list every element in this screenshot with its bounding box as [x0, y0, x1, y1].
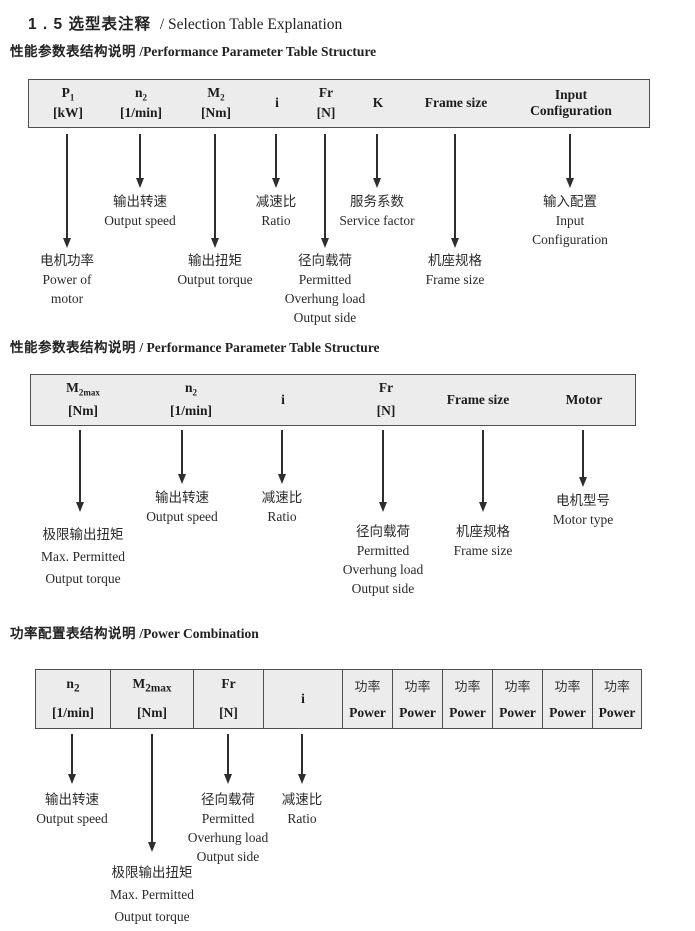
- table1-col-input-configuration: Input Configuration: [530, 87, 612, 118]
- page-title: 1 . 5 选型表注释 / Selection Table Explanatio…: [28, 12, 342, 34]
- callout-frame-size: 机座规格 Frame size: [425, 253, 485, 287]
- table2-col-motor: Motor: [565, 391, 603, 407]
- section3-heading: 功率配置表结构说明 /Power Combination: [10, 626, 259, 641]
- callout-output-speed: 输出转速 Output speed: [36, 792, 108, 826]
- table3-col-power-6: 功率 Power: [598, 679, 636, 720]
- table3-col-power-4: 功率 Power: [493, 670, 543, 728]
- callout-overhung-load: 径向载荷 Permitted Overhung load Output side: [187, 792, 269, 864]
- callout-output-speed: 输出转速 Output speed: [104, 194, 176, 228]
- page-title-zh: 1 . 5 选型表注释: [28, 16, 151, 33]
- callout-frame-size: 机座规格 Frame size: [453, 524, 513, 558]
- performance-table-1: P1 [kW] n2 [1/min] M2 [Nm] i Fr [N] K Fr…: [28, 79, 650, 128]
- table2-col-frame-size: Frame size: [446, 391, 510, 407]
- table2-col-m2max: M2max [Nm]: [66, 380, 100, 418]
- callout-output-torque: 输出扭矩 Output torque: [177, 253, 253, 287]
- table1-col-m2: M2 [Nm]: [201, 85, 231, 120]
- callout-max-output-torque: 极限输出扭矩 Max. Permitted Output torque: [110, 865, 194, 924]
- power-combination-table: n2 [1/min] M2max [Nm] Fr [N] i 功率 Power …: [35, 669, 642, 729]
- table3-col-n2: n2 [1/min]: [36, 670, 111, 728]
- table2-col-i: i: [281, 391, 285, 407]
- callout-motor-type: 电机型号 Motor type: [552, 493, 614, 527]
- section2-heading: 性能参数表结构说明 / Performance Parameter Table …: [10, 340, 380, 355]
- callout-input-configuration: 输入配置 Input Configuration: [532, 194, 608, 247]
- table1-col-fr: Fr [N]: [316, 85, 336, 120]
- table3-col-power-3: 功率 Power: [443, 670, 493, 728]
- table1-col-p1: P1 [kW]: [53, 85, 83, 120]
- callout-max-output-torque: 极限输出扭矩 Max. Permitted Output torque: [41, 527, 125, 586]
- table3-col-i: i: [264, 670, 343, 728]
- callout-service-factor: 服务系数 Service factor: [339, 194, 415, 228]
- table3-col-power-1: 功率 Power: [343, 670, 393, 728]
- callout-output-speed: 输出转速 Output speed: [146, 490, 218, 524]
- callout-ratio: 减速比 Ratio: [261, 490, 303, 524]
- callout-ratio: 减速比 Ratio: [281, 792, 323, 826]
- table3-col-power-5: 功率 Power: [543, 670, 593, 728]
- callout-power-of-motor: 电机功率 Power of motor: [40, 253, 94, 306]
- table2-col-fr: Fr [N]: [376, 380, 396, 418]
- page-title-en: / Selection Table Explanation: [159, 16, 343, 33]
- table1-col-n2: n2 [1/min]: [120, 85, 162, 120]
- performance-table-2: M2max [Nm] n2 [1/min] i Fr [N] Frame siz…: [30, 374, 636, 426]
- table3-col-m2max: M2max [Nm]: [111, 670, 194, 728]
- callout-overhung-load: 径向载荷 Permitted Overhung load Output side: [342, 524, 424, 596]
- table3-col-power-2: 功率 Power: [393, 670, 443, 728]
- table3-col-fr: Fr [N]: [194, 670, 264, 728]
- table2-col-n2: n2 [1/min]: [170, 380, 212, 418]
- callout-overhung-load: 径向载荷 Permitted Overhung load Output side: [284, 253, 366, 325]
- table1-col-frame-size: Frame size: [424, 95, 488, 110]
- table1-col-i: i: [275, 95, 279, 110]
- callout-ratio: 减速比 Ratio: [255, 194, 297, 228]
- section1-heading: 性能参数表结构说明 /Performance Parameter Table S…: [10, 44, 377, 59]
- table1-col-k: K: [372, 95, 384, 110]
